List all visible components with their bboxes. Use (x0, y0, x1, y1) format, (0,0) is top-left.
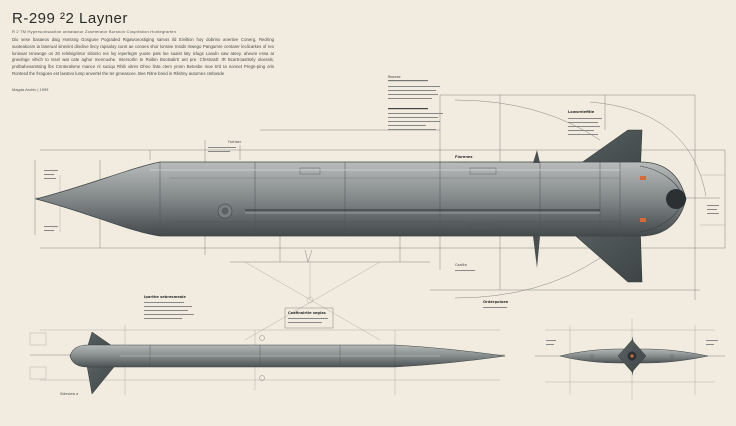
callout-mid-top: Flarenes (455, 155, 472, 159)
description-paragraph: Dio sese basaeos daig Hontsng Gosgune Po… (12, 37, 274, 76)
annotation-blocks: Reoeae Lowsrelefitle Fortlaer Flarenes (44, 75, 719, 329)
callout-left-lower: Sideview a (60, 392, 78, 396)
construction-crosshair (244, 249, 381, 341)
engine-nozzle (666, 189, 686, 209)
accent-marker (640, 176, 646, 180)
front-view (535, 318, 725, 400)
sheet-subtitle: R 2 TM Hypersonisaciton unbatactor Zoset… (12, 29, 177, 34)
sheet-title: R-299 ²2 Layner (12, 10, 128, 27)
lower-missile-view: Sideview a (29, 325, 506, 396)
main-fuselage (34, 161, 687, 237)
callout-lower-block: Iparthe sebresmeaie (144, 295, 186, 299)
main-missile-side-view (34, 129, 687, 283)
callout-lower-mid: Caalite (455, 263, 467, 267)
callout-fuselage: Fortlaer (228, 140, 242, 144)
reference-note: Magda Archiv | 1999 (12, 87, 49, 92)
center-note-box (284, 307, 334, 329)
callout-center-box: Coafinalrtie seglas (288, 311, 326, 315)
callout-bottom-small: Orderpoioen (483, 300, 509, 304)
callout-top-left: Reoeae (388, 75, 401, 79)
callout-right-block: Lowsrelefitle (568, 110, 595, 114)
